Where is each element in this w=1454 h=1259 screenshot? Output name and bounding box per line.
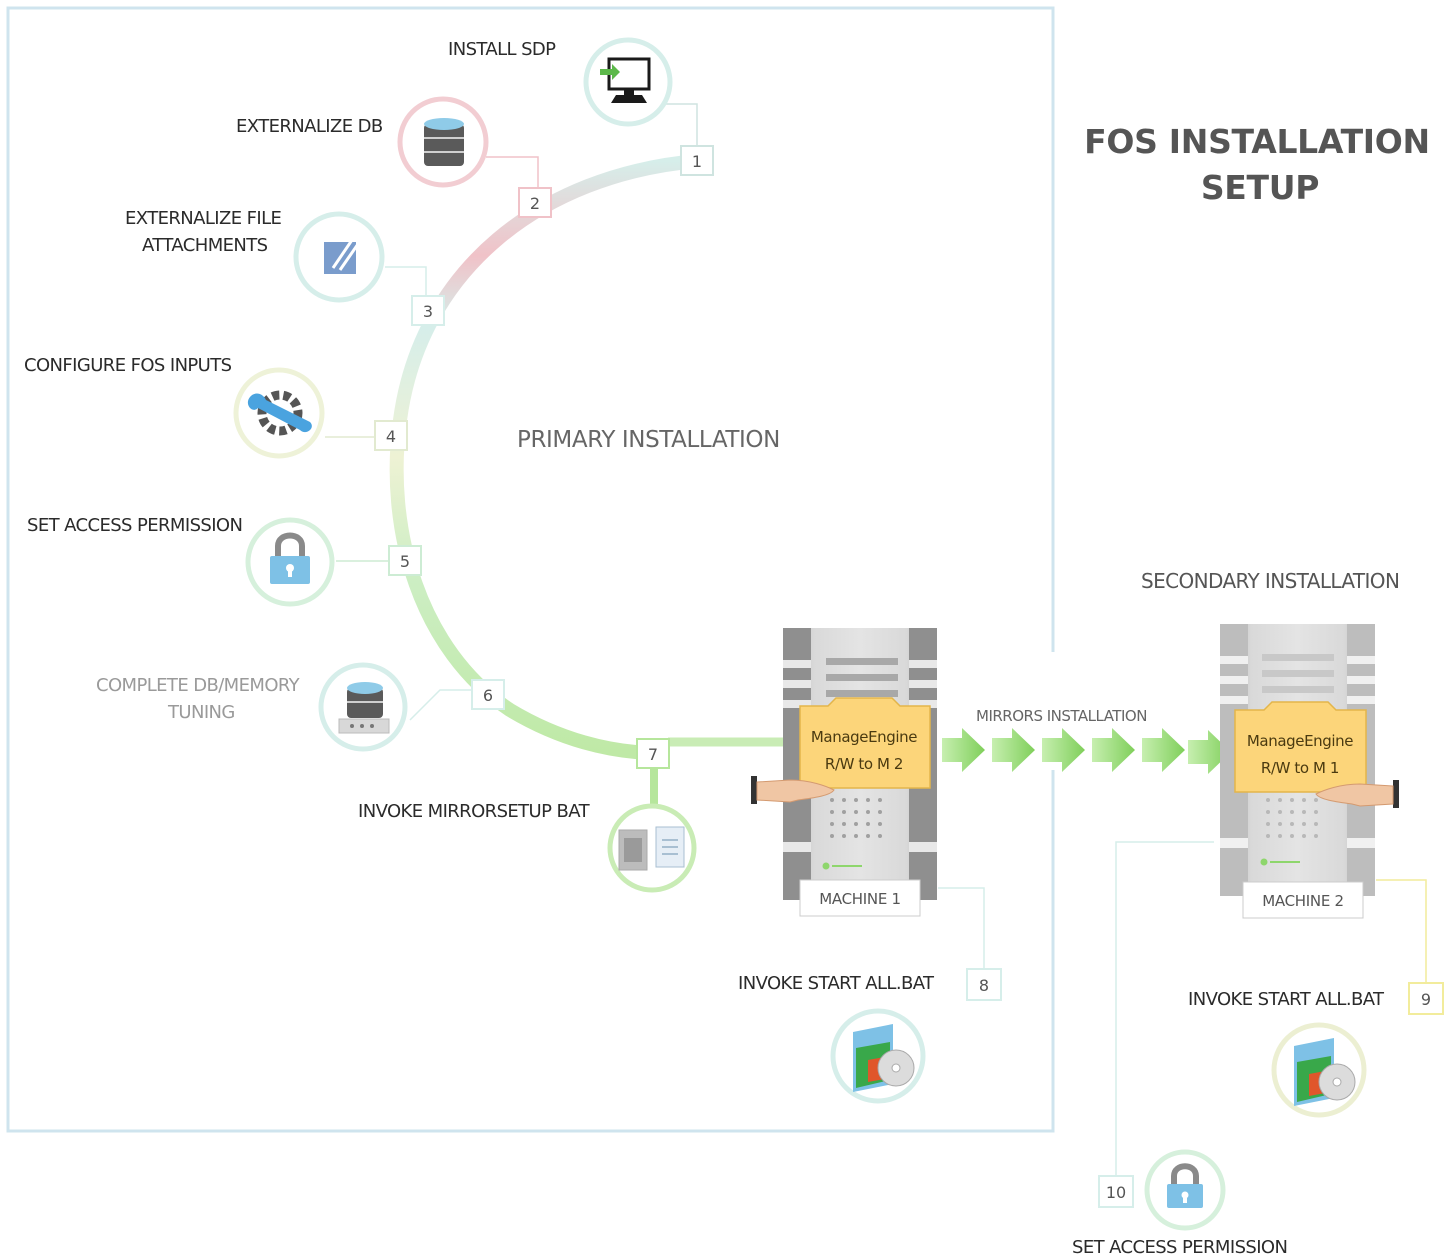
step-9-badge: 9 <box>1408 982 1444 1015</box>
step-6-label-line1: COMPLETE DB/MEMORY <box>96 675 301 696</box>
svg-text:3: 3 <box>423 302 433 321</box>
machine-2: MACHINE 2 ManageEngine R/W to M 1 <box>1220 624 1399 919</box>
svg-text:4: 4 <box>386 427 396 446</box>
step-6-badge: 6 <box>471 679 505 710</box>
step-9-label: INVOKE START ALL.BAT <box>1188 989 1385 1010</box>
primary-installation-frame <box>6 6 1055 1133</box>
primary-installation-label: PRIMARY INSTALLATION <box>517 427 780 453</box>
machine-1-label-box <box>799 879 921 917</box>
lock-icon <box>1144 1149 1226 1231</box>
machine-1-folder-line1: ManageEngine <box>811 728 917 746</box>
step-1-badge: 1 <box>680 145 714 176</box>
secondary-installation-label: SECONDARY INSTALLATION <box>1141 569 1399 593</box>
machine-2-folder-line2: R/W to M 1 <box>1261 759 1339 777</box>
step-10-badge: 10 <box>1098 1175 1134 1208</box>
svg-text:7: 7 <box>648 745 658 764</box>
step-7-label: INVOKE MIRRORSETUP BAT <box>358 801 591 822</box>
step-3-label-line2: ATTACHMENTS <box>142 235 268 256</box>
machine-1-folder-line2: R/W to M 2 <box>825 755 903 773</box>
machine-2-label-box <box>1242 881 1364 919</box>
step-number-boxes: 1 2 3 4 5 6 7 8 <box>374 145 1444 1208</box>
machine-2-folder-line1: ManageEngine <box>1247 732 1353 750</box>
svg-text:1: 1 <box>692 152 702 171</box>
svg-text:8: 8 <box>979 976 989 995</box>
mirrors-installation-label: MIRRORS INSTALLATION <box>976 707 1147 725</box>
step-labels: INSTALL SDP EXTERNALIZE DB EXTERNALIZE F… <box>24 39 1386 1258</box>
database-server-icon <box>318 662 408 752</box>
svg-text:2: 2 <box>530 194 540 213</box>
step-4-label: CONFIGURE FOS INPUTS <box>24 355 232 376</box>
hand-icon <box>1315 780 1399 808</box>
step-5-label: SET ACCESS PERMISSION <box>27 515 242 536</box>
lock-icon <box>245 517 335 607</box>
folder-icon <box>1234 701 1367 793</box>
machine-1-label: MACHINE 1 <box>819 890 900 908</box>
step-6-label-line2: TUNING <box>167 702 235 723</box>
step-4-badge: 4 <box>374 420 408 451</box>
software-box-icon <box>1271 1022 1367 1118</box>
step-3-badge: 3 <box>411 295 445 326</box>
step-7-badge: 7 <box>636 738 670 769</box>
computer-install-icon <box>583 37 673 127</box>
settings-gear-wrench-icon <box>233 367 325 459</box>
machine-2-label: MACHINE 2 <box>1262 892 1343 910</box>
svg-text:5: 5 <box>400 552 410 571</box>
svg-text:10: 10 <box>1106 1183 1126 1202</box>
svg-text:6: 6 <box>483 686 493 705</box>
step-5-badge: 5 <box>388 545 422 576</box>
step-2-badge: 2 <box>518 187 552 218</box>
database-icon <box>397 96 489 188</box>
documents-icon <box>607 803 697 893</box>
hand-icon <box>751 776 835 804</box>
step-10-label: SET ACCESS PERMISSION <box>1072 1237 1287 1258</box>
software-box-icon <box>830 1008 926 1104</box>
process-arc <box>389 154 704 760</box>
mirror-arrows <box>942 728 1231 774</box>
step-3-label-line1: EXTERNALIZE FILE <box>125 208 281 229</box>
machine-1: MACHINE 1 ManageEngine R/W to M 2 <box>751 628 937 917</box>
folder-icon <box>799 697 931 789</box>
step-2-label: EXTERNALIZE DB <box>236 116 383 137</box>
step-8-label: INVOKE START ALL.BAT <box>738 973 935 994</box>
diagram-title: FOS INSTALLATION <box>1084 122 1430 161</box>
step-8-badge: 8 <box>966 968 1002 1001</box>
step-1-label: INSTALL SDP <box>448 39 556 60</box>
svg-text:9: 9 <box>1421 990 1431 1009</box>
file-attachment-icon <box>293 211 385 303</box>
leader-lines <box>325 103 1427 1177</box>
diagram-title-line2: SETUP <box>1201 168 1319 207</box>
